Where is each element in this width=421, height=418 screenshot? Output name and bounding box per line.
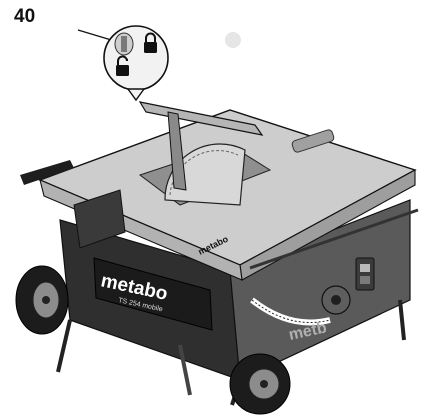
lever-slot-icon xyxy=(121,36,127,52)
riving-knife xyxy=(167,111,187,191)
figure-number: 40 xyxy=(14,6,36,27)
leg-rear-right xyxy=(398,299,406,341)
fence-rail-front xyxy=(249,208,419,270)
power-switch-box xyxy=(355,257,375,291)
faint-dot xyxy=(225,32,241,48)
brand-panel xyxy=(93,257,213,331)
lock-closed-icon xyxy=(144,32,157,53)
switch-on-button xyxy=(360,264,370,272)
fence-rail-left xyxy=(20,160,74,185)
callout-pointer xyxy=(126,88,146,102)
lock-callout xyxy=(103,25,169,102)
side-housing xyxy=(229,199,411,381)
leg-rear-left xyxy=(178,344,192,396)
table-slot xyxy=(291,129,335,153)
leg-front-left xyxy=(56,319,72,373)
wheel-left xyxy=(15,265,69,335)
wheel-hub xyxy=(331,295,341,305)
wheel-right xyxy=(229,353,291,415)
lock-open-icon xyxy=(116,55,129,76)
callout-circle xyxy=(103,25,169,91)
fence-bracket xyxy=(73,189,126,249)
switch-off-button xyxy=(360,276,370,284)
blade-guard-arm xyxy=(138,101,264,136)
